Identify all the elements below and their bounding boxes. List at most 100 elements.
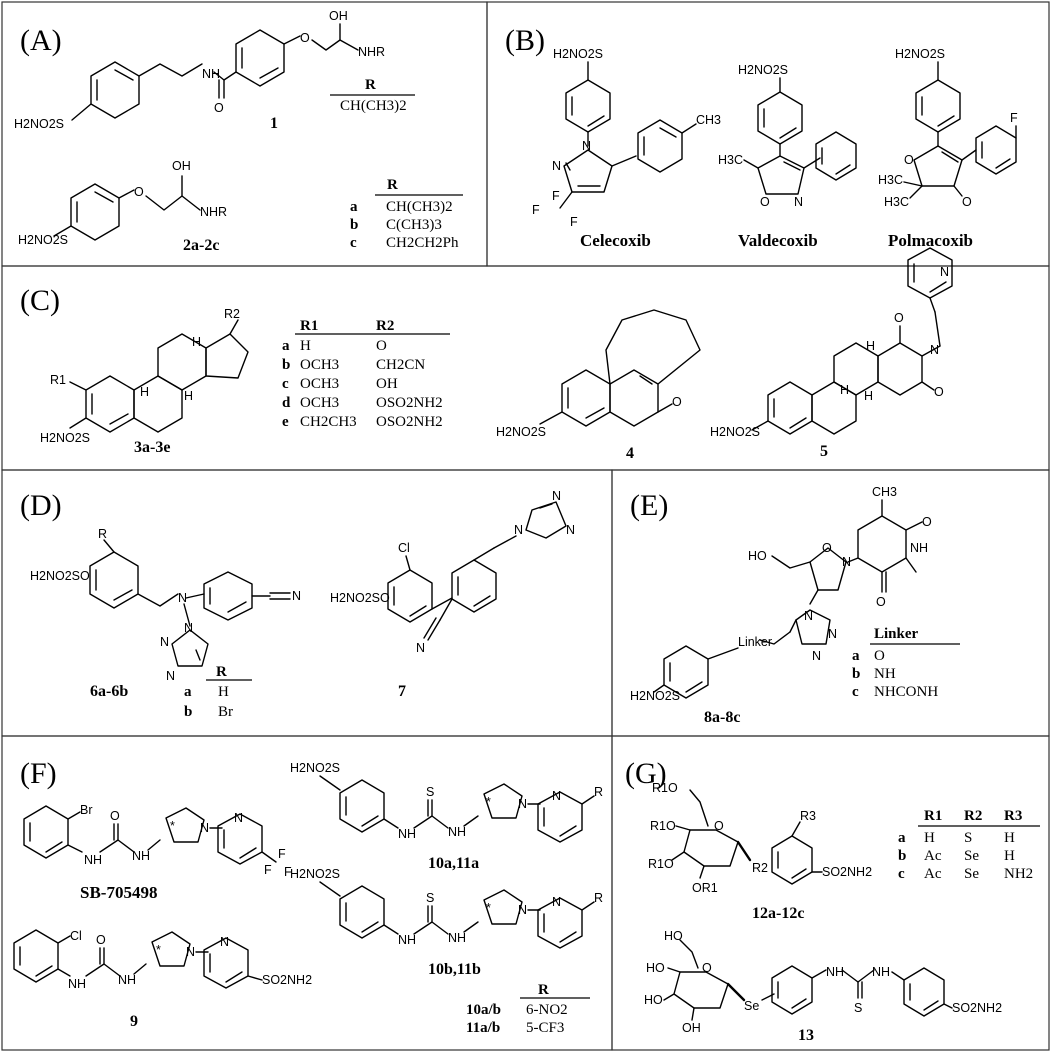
o-atom: O [214, 101, 224, 115]
table-cell: Br [218, 704, 233, 720]
n-atom: N [518, 797, 527, 811]
sulfonamide-atom: H2NO2S [496, 425, 546, 439]
n-atom: N [940, 265, 949, 279]
compound-label: 5 [820, 443, 828, 460]
r1o-atom: R1O [648, 857, 674, 871]
compound-label: 10b,11b [428, 961, 481, 978]
nh-atom: NH [84, 853, 102, 867]
compound-12-structure [671, 789, 823, 885]
o-atom: O [96, 933, 106, 947]
table-key: a [184, 684, 192, 700]
linker-atom: Linker [738, 635, 772, 649]
table-header: R3 [1004, 808, 1022, 824]
o-atom: O [822, 541, 832, 555]
table-key: a [282, 338, 290, 354]
table-cell: OCH3 [300, 395, 339, 411]
compound-10a-11a-structure [319, 775, 595, 843]
n-atom: N [828, 627, 837, 641]
sulfamate-atom: H2NO2SO [330, 591, 390, 605]
h-atom: H [192, 335, 201, 349]
r-atom: R [594, 891, 603, 905]
r1o-atom: R1O [650, 819, 676, 833]
o-atom: O [934, 385, 944, 399]
table-header: R1 [924, 808, 942, 824]
r3-atom: R3 [800, 809, 816, 823]
ho-atom: HO [646, 961, 665, 975]
h-atom: H [866, 339, 875, 353]
n-atom: N [930, 343, 939, 357]
table-cell: C(CH3)3 [386, 217, 442, 233]
table-cell: H [1004, 848, 1015, 864]
h3c-atom: H3C [878, 173, 903, 187]
table-key: a [898, 830, 906, 846]
table-header: R [365, 77, 376, 93]
drug-name: Celecoxib [580, 231, 651, 250]
panel-g: (G) R1O R1O R1O OR1 O R2 R3 SO2NH2 12a-1… [625, 757, 1040, 1044]
compound-5-structure [751, 247, 953, 435]
o-atom: O [702, 961, 712, 975]
table-cell: OSO2NH2 [376, 395, 443, 411]
panel-b: (B) H2NO2S N N CH3 F F F Celecoxib [505, 24, 1018, 250]
compound-7-structure [387, 501, 567, 641]
nh-atom: NH [68, 977, 86, 991]
valdecoxib-structure [743, 77, 857, 195]
table-cell: CH2CN [376, 357, 425, 373]
n-atom: N [552, 159, 561, 173]
compound-3-structure [69, 319, 249, 433]
f-atom: F [1010, 111, 1018, 125]
table-cell: CH(CH3)2 [340, 98, 407, 114]
h-atom: H [864, 389, 873, 403]
so2nh2-atom: SO2NH2 [952, 1001, 1002, 1015]
n-atom: N [178, 591, 187, 605]
compound-label: 1 [270, 115, 278, 132]
table-cell: NHCONH [874, 684, 938, 700]
compound-label: 6a-6b [90, 683, 128, 700]
sulfonamide-atom: H2NO2S [738, 63, 788, 77]
h-atom: H [184, 389, 193, 403]
f-atom: F [278, 847, 286, 861]
nh-atom: NH [448, 825, 466, 839]
table-cell: 5-CF3 [526, 1020, 564, 1036]
stereo-star: * [156, 943, 161, 957]
n-atom: N [200, 821, 209, 835]
table-key: b [282, 357, 290, 373]
nh-atom: NH [118, 973, 136, 987]
cl-atom: Cl [70, 929, 82, 943]
oh-atom: OH [682, 1021, 701, 1035]
stereo-star: * [486, 901, 491, 915]
r-atom: R [98, 527, 107, 541]
n-atom: N [160, 635, 169, 649]
table-header: R [216, 664, 227, 680]
n-atom: N [804, 609, 813, 623]
n-atom: N [842, 555, 851, 569]
panel-label: (D) [20, 489, 62, 522]
table-cell: OCH3 [300, 357, 339, 373]
panel-d: (D) R H2NO2SO N N N N N 6a-6b R a H b Br [20, 489, 575, 720]
compound-label: 12a-12c [752, 905, 804, 922]
celecoxib-structure [559, 61, 697, 209]
se-atom: Se [744, 999, 759, 1013]
o-atom: O [904, 153, 914, 167]
compound-label: 2a-2c [183, 237, 219, 254]
o-atom: O [672, 395, 682, 409]
o-atom: O [962, 195, 972, 209]
f-atom: F [570, 215, 578, 229]
table-cell: 6-NO2 [526, 1002, 568, 1018]
table-header: Linker [874, 626, 919, 642]
s-atom: S [426, 785, 434, 799]
table-cell: OSO2NH2 [376, 414, 443, 430]
sulfonamide-atom: H2NO2S [40, 431, 90, 445]
compound-4-structure [539, 309, 701, 427]
table-key: b [852, 666, 860, 682]
o-atom: O [894, 311, 904, 325]
table-cell: Se [964, 866, 979, 882]
table-key: c [350, 235, 357, 251]
compound-10b-11b-structure [319, 881, 595, 949]
panel-e: (E) CH3 O NH O N O HO N N N [630, 485, 960, 726]
ho-atom: HO [664, 929, 683, 943]
f-atom: F [264, 863, 272, 877]
sulfonamide-atom: H2NO2S [18, 233, 68, 247]
o-atom: O [110, 809, 120, 823]
table-cell: Ac [924, 848, 942, 864]
